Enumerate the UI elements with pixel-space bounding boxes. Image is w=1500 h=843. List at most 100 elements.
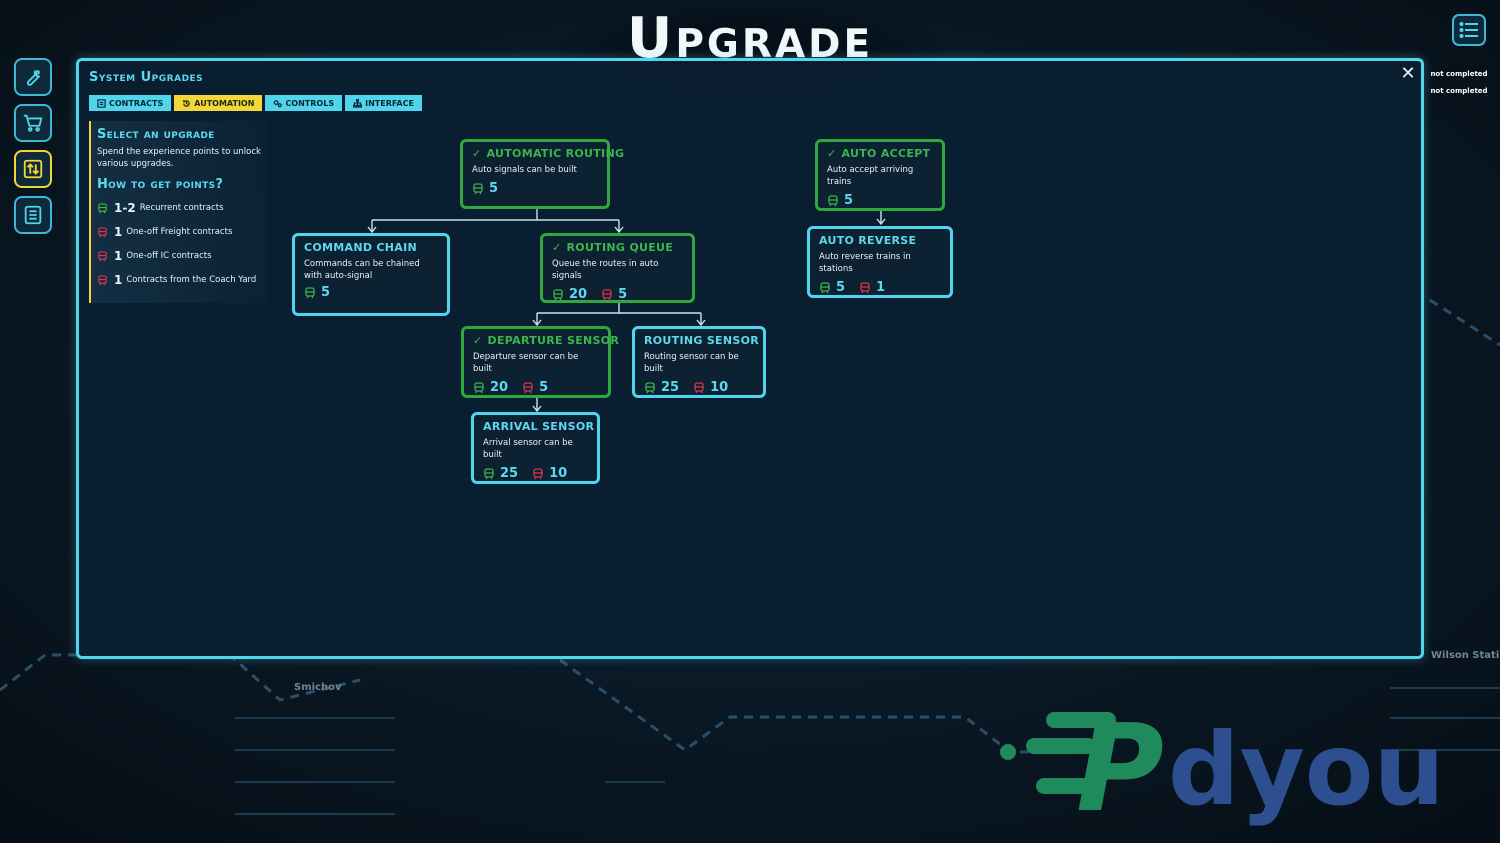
- train-red-icon: [98, 250, 107, 261]
- check-icon: ✓: [472, 147, 482, 160]
- check-icon: ✓: [827, 147, 837, 160]
- watermark-suffix: dyou: [1168, 711, 1445, 828]
- tab-automation[interactable]: AUTOMATION: [174, 95, 263, 111]
- book-icon: [24, 205, 42, 225]
- tab-contracts[interactable]: CONTRACTS: [89, 95, 172, 111]
- gears-icon: [274, 99, 283, 107]
- train-green-icon: [820, 281, 830, 293]
- points-source-label: One-off IC contracts: [126, 251, 212, 261]
- panel-title: System Upgrades: [89, 70, 204, 85]
- cost-value: 5: [489, 181, 499, 196]
- train-red-icon: [602, 288, 612, 300]
- upgrade-description: Arrival sensor can be built: [483, 438, 573, 460]
- shop-button[interactable]: [14, 104, 52, 142]
- upgrade-info-sidebar: Select an upgrade Spend the experience p…: [89, 121, 267, 303]
- points-source-label: Contracts from the Coach Yard: [126, 275, 257, 285]
- hierarchy-icon: [353, 98, 363, 108]
- watermark-prefix: P: [1076, 700, 1164, 830]
- upgrade-description: Auto accept arriving trains: [827, 165, 914, 187]
- train-red-icon: [98, 274, 107, 285]
- points-source-row: 1 Contracts from the Coach Yard: [97, 268, 267, 292]
- upgrade-node-arrival-sensor[interactable]: ARRIVAL SENSOR Arrival sensor can be bui…: [471, 412, 600, 484]
- map-station-label: Smichov: [294, 682, 342, 693]
- upgrade-node-routing-sensor[interactable]: ROUTING SENSOR Routing sensor can be bui…: [632, 326, 766, 398]
- red-points-cost: 10: [532, 466, 567, 481]
- cost-value: 5: [321, 285, 331, 300]
- points-value: 1: [114, 273, 123, 287]
- upgrade-title: AUTO REVERSE: [819, 234, 917, 247]
- red-points-cost: 5: [522, 380, 548, 395]
- green-points-cost: 5: [819, 280, 845, 295]
- train-green-icon: [474, 381, 484, 393]
- green-points-cost: 5: [304, 285, 330, 300]
- cart-icon: [23, 114, 43, 132]
- upgrade-title: COMMAND CHAIN: [304, 241, 417, 254]
- upgrade-tabs: CONTRACTS AUTOMATION CONTROLS INTERFACE: [89, 95, 422, 111]
- select-upgrade-description: Spend the experience points to unlock va…: [97, 147, 261, 169]
- train-green-icon: [484, 467, 494, 479]
- upgrade-title: DEPARTURE SENSOR: [487, 334, 620, 347]
- points-source-row: 1 One-off IC contracts: [97, 244, 267, 268]
- upgrade-node-command-chain[interactable]: COMMAND CHAIN Commands can be chained wi…: [292, 233, 450, 316]
- red-points-cost: 1: [859, 280, 885, 295]
- upgrade-icon: [23, 159, 43, 179]
- train-red-icon: [533, 467, 543, 479]
- cost-value: 10: [710, 380, 729, 395]
- upgrade-title: ROUTING SENSOR: [644, 334, 760, 347]
- upgrade-node-auto-reverse[interactable]: AUTO REVERSE Auto reverse trains in stat…: [807, 226, 953, 298]
- points-source-label: One-off Freight contracts: [126, 227, 233, 237]
- green-points-cost: 25: [644, 380, 679, 395]
- upgrade-button[interactable]: [14, 150, 52, 188]
- upgrade-node-auto-accept[interactable]: ✓ AUTO ACCEPT Auto accept arriving trains…: [815, 139, 945, 211]
- upgrade-description: Queue the routes in auto signals: [552, 259, 659, 281]
- upgrade-node-routing-queue[interactable]: ✓ROUTING QUEUE Queue the routes in auto …: [540, 233, 695, 303]
- check-icon: ✓: [473, 334, 483, 347]
- points-source-row: 1 One-off Freight contracts: [97, 220, 267, 244]
- red-points-cost: 5: [601, 287, 627, 302]
- train-red-icon: [98, 226, 107, 237]
- cost-value: 5: [844, 193, 854, 208]
- upgrade-description: Auto reverse trains in stations: [819, 252, 911, 274]
- history-icon: [183, 99, 191, 107]
- train-red-icon: [523, 381, 533, 393]
- green-points-cost: 20: [473, 380, 508, 395]
- points-value: 1-2: [114, 201, 136, 215]
- train-red-icon: [860, 281, 870, 293]
- cost-value: 20: [569, 287, 588, 302]
- journal-button[interactable]: [14, 196, 52, 234]
- green-points-cost: 5: [472, 181, 498, 196]
- red-points-cost: 10: [693, 380, 728, 395]
- pdyou-watermark-logo: P dyou: [1000, 700, 1445, 830]
- upgrade-description: Auto signals can be built: [472, 165, 577, 175]
- green-points-cost: 5: [827, 193, 853, 208]
- upgrade-title: AUTOMATIC ROUTING: [486, 147, 625, 160]
- cost-value: 1: [876, 280, 886, 295]
- tab-interface[interactable]: INTERFACE: [345, 95, 422, 111]
- upgrade-description: Routing sensor can be built: [644, 352, 739, 374]
- train-green-icon: [553, 288, 563, 300]
- cost-value: 20: [490, 380, 509, 395]
- main-menu-button[interactable]: [1452, 14, 1486, 46]
- close-icon[interactable]: ✕: [1400, 63, 1416, 84]
- tab-label: INTERFACE: [365, 98, 414, 108]
- upgrade-title: AUTO ACCEPT: [841, 147, 931, 160]
- tools-button[interactable]: [14, 58, 52, 96]
- train-green-icon: [828, 194, 838, 206]
- wrench-icon: [26, 70, 41, 86]
- objective-status: not completed: [1430, 84, 1488, 97]
- tab-label: AUTOMATION: [194, 98, 255, 108]
- upgrade-node-departure-sensor[interactable]: ✓DEPARTURE SENSOR Departure sensor can b…: [461, 326, 619, 398]
- train-red-icon: [694, 381, 704, 393]
- map-station-label: Wilson Stati: [1431, 650, 1499, 661]
- upgrade-node-automatic-routing[interactable]: ✓ AUTOMATIC ROUTING Auto signals can be b…: [460, 139, 624, 209]
- objective-status: not completed: [1430, 67, 1488, 80]
- tab-controls[interactable]: CONTROLS: [265, 95, 343, 111]
- train-green-icon: [98, 202, 107, 213]
- contract-icon: [97, 98, 106, 108]
- tab-label: CONTROLS: [285, 98, 335, 108]
- points-value: 1: [114, 249, 123, 263]
- cost-value: 25: [500, 466, 519, 481]
- train-green-icon: [645, 381, 655, 393]
- cost-value: 10: [549, 466, 568, 481]
- check-icon: ✓: [552, 241, 562, 254]
